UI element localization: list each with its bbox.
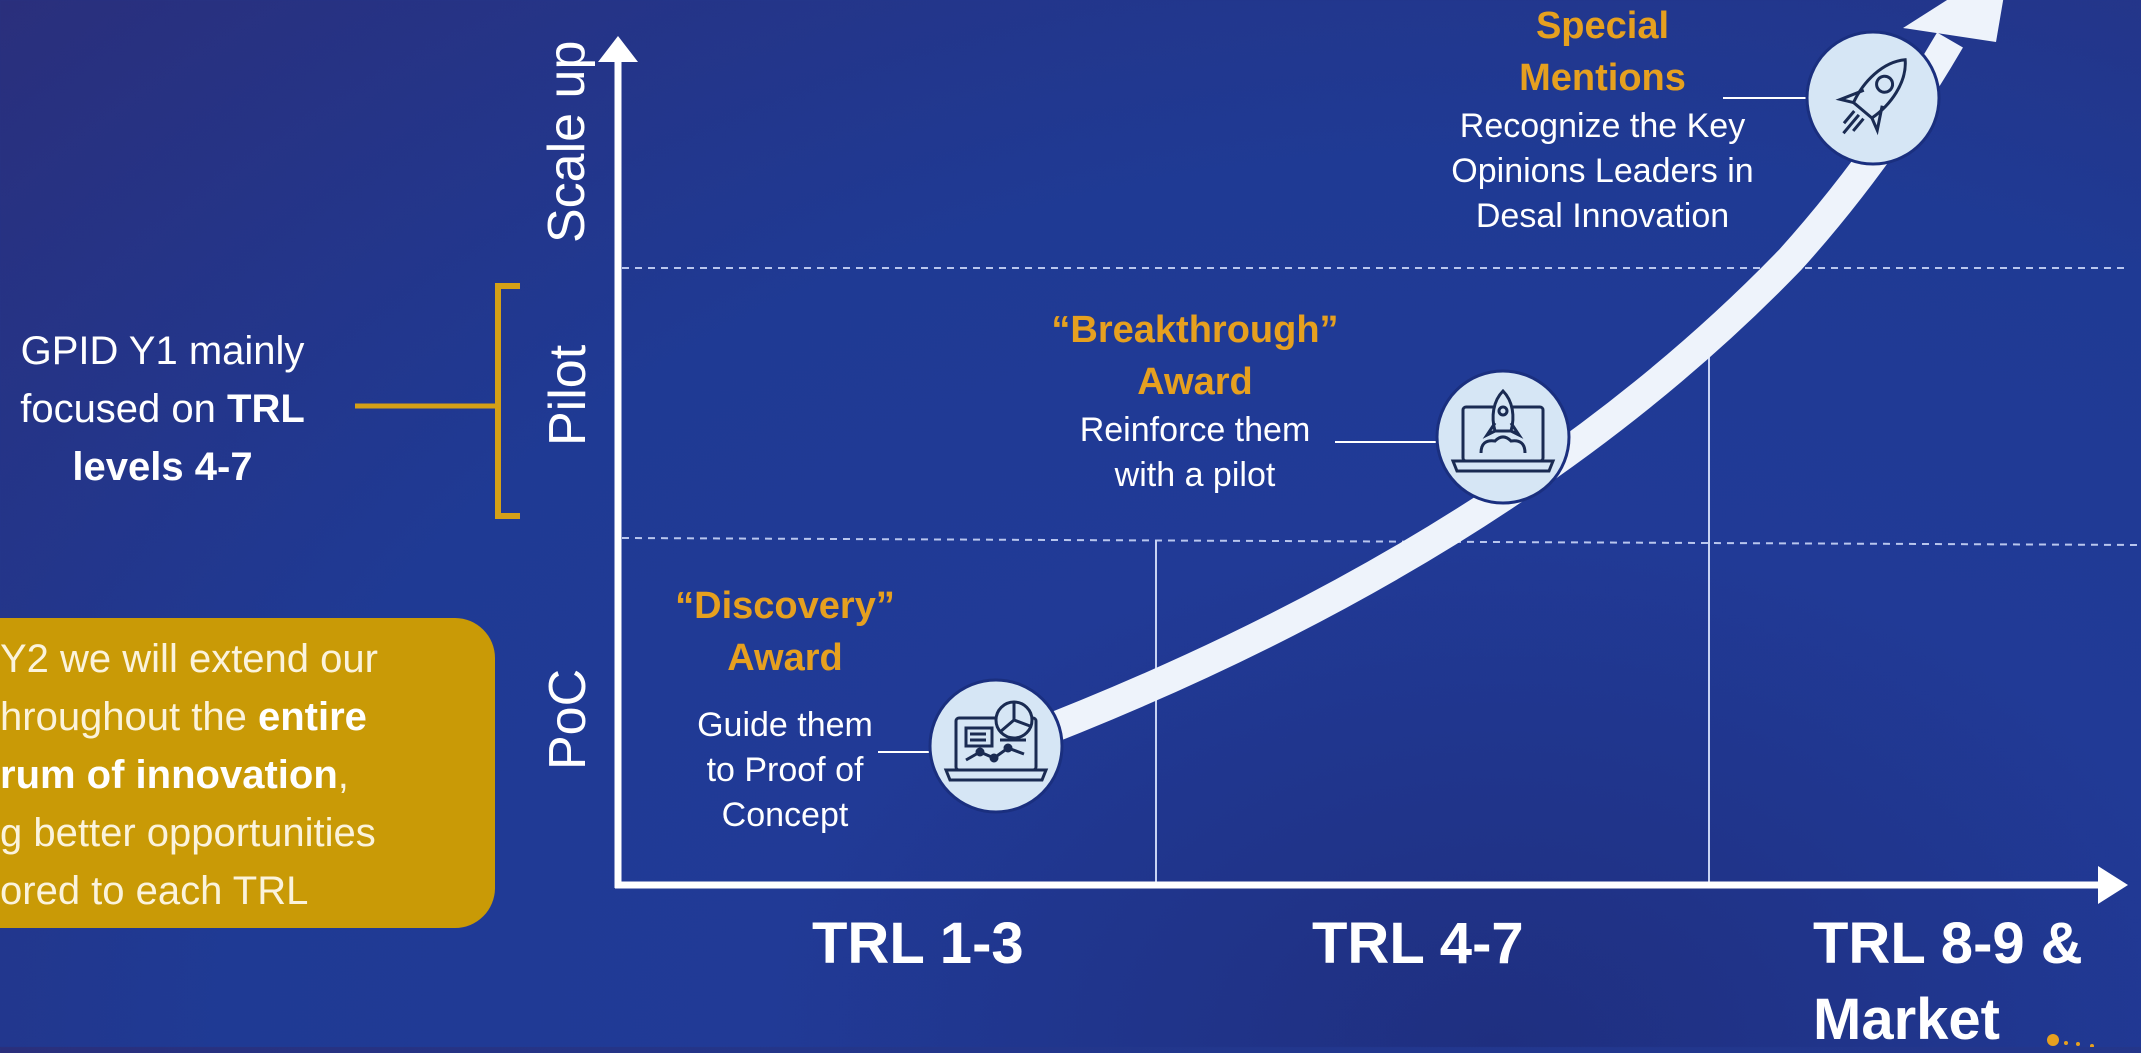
callout-line-2-text: hroughout the — [0, 695, 258, 739]
y2-callout: Y2 we will extend our hroughout the enti… — [0, 618, 495, 928]
y-axis-arrowhead — [598, 36, 638, 62]
logo-fragment — [2047, 1034, 2094, 1047]
special-title-1: Special — [1535, 5, 1670, 47]
y-label-pilot: Pilot — [539, 344, 597, 446]
callout-line-3: rum of innovation, — [0, 746, 475, 804]
callout-line-3-bold: rum of innovation — [0, 753, 338, 797]
x-label-trl-4-7: TRL 4-7 — [1312, 911, 1524, 976]
poc-boundary-line — [621, 537, 2141, 546]
callout-line-1: Y2 we will extend our — [0, 637, 378, 681]
breakthrough-desc-2: with a pilot — [1114, 456, 1276, 494]
callout-line-5: ored to each TRL — [0, 869, 309, 913]
callout-line-3-suffix: , — [337, 753, 349, 797]
special-mentions: Special Mentions Recognize the Key Opini… — [1420, 0, 1785, 239]
side-note-text: GPID Y1 mainly focused on — [20, 329, 305, 431]
rocket-icon — [1805, 30, 1941, 166]
discovery-award: “Discovery” Award — [640, 580, 930, 684]
breakthrough-desc-1: Reinforce them — [1079, 411, 1311, 449]
discovery-title-1: “Discovery” — [675, 585, 895, 627]
y-label-scale-up: Scale up — [538, 40, 596, 243]
breakthrough-title-2: Award — [1137, 361, 1253, 403]
special-desc-3: Desal Innovation — [1475, 197, 1730, 235]
side-note-emphasis: TRL levels 4-7 — [72, 387, 305, 489]
discovery-desc-2: to Proof of — [706, 751, 864, 789]
breakthrough-award: “Breakthrough” Award Reinforce them with… — [1020, 304, 1370, 498]
laptop-rocket-icon — [1435, 369, 1571, 505]
pilot-bracket — [495, 283, 520, 519]
callout-line-4: g better opportunities — [0, 811, 376, 855]
x-label-market: Market — [1813, 987, 2000, 1052]
x-axis-arrowhead — [2098, 866, 2128, 904]
y-label-poc: PoC — [539, 668, 597, 770]
special-desc-1: Recognize the Key — [1459, 107, 1746, 145]
discovery-description: Guide them to Proof of Concept — [680, 703, 890, 838]
x-label-trl-8-9: TRL 8-9 & — [1813, 911, 2083, 976]
side-note: GPID Y1 mainly focused on TRL levels 4-7 — [0, 322, 325, 496]
growth-curve-arrowhead — [1903, 0, 2004, 42]
discovery-desc-1: Guide them — [697, 706, 873, 744]
x-label-trl-1-3: TRL 1-3 — [812, 911, 1024, 976]
discovery-desc-3: Concept — [721, 796, 849, 834]
discovery-title-2: Award — [727, 637, 843, 679]
callout-line-2-bold: entire — [258, 695, 367, 739]
laptop-analytics-icon — [928, 678, 1064, 814]
callout-line-2: hroughout the entire — [0, 688, 475, 746]
breakthrough-title-1: “Breakthrough” — [1051, 309, 1339, 351]
special-title-2: Mentions — [1519, 57, 1686, 99]
special-desc-2: Opinions Leaders in — [1451, 152, 1754, 190]
